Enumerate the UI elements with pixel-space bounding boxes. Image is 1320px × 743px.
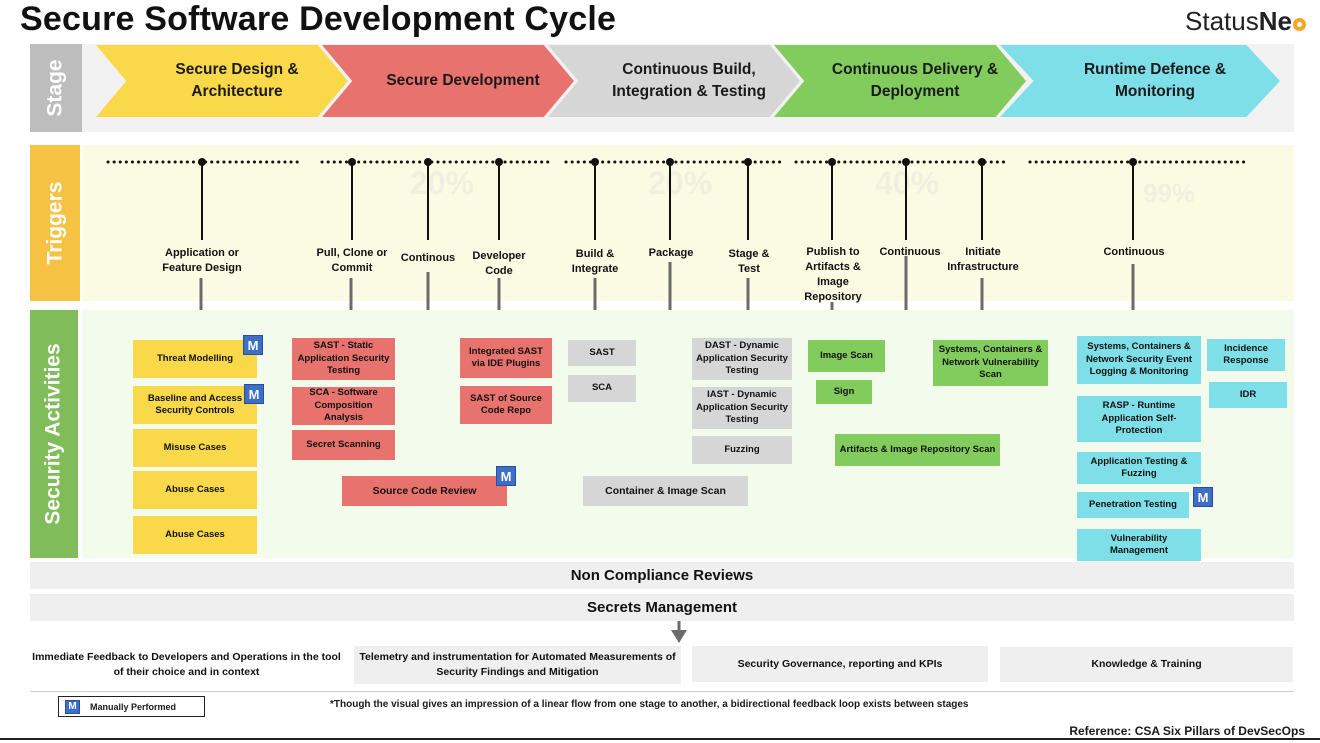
activity-secret-scanning: Secret Scanning (292, 430, 395, 460)
stage-continuous-delivery: Continuous Delivery & Deployment (774, 45, 1026, 117)
activity-sast-source-repo: SAST of Source Code Repo (460, 386, 552, 424)
trigger-initiate-infrastructure: Initiate Infrastructure (947, 246, 1019, 273)
activity-dast: DAST - Dynamic Application Security Test… (692, 338, 792, 380)
manual-marker-icon: M (496, 466, 516, 486)
activity-abuse-cases-2: Abuse Cases (133, 516, 257, 554)
trigger-package: Package (648, 247, 694, 259)
stage-secure-design: Secure Design & Architecture (96, 45, 348, 117)
manual-marker-icon: M (65, 699, 80, 714)
divider-line (30, 691, 1294, 692)
activity-fuzzing: Fuzzing (692, 436, 792, 464)
activity-idr: IDR (1209, 382, 1287, 408)
trigger-continuous-runtime: Continuous (1103, 246, 1165, 258)
activity-rasp: RASP - Runtime Application Self-Protecti… (1077, 396, 1201, 442)
activity-sign: Sign (816, 380, 872, 404)
progress-label-3: 40% (875, 165, 940, 201)
feedback-immediate: Immediate Feedback to Developers and Ope… (30, 647, 343, 683)
manual-marker-icon: M (1193, 487, 1213, 507)
activity-image-scan: Image Scan (808, 340, 885, 372)
activity-incidence-response: Incidence Response (1207, 339, 1285, 371)
activity-threat-modelling: Threat Modelling (133, 340, 257, 378)
activity-container-image-scan: Container & Image Scan (583, 476, 748, 506)
non-compliance-reviews-bar: Non Compliance Reviews (30, 562, 1294, 589)
feedback-governance: Security Governance, reporting and KPIs (692, 646, 988, 682)
legend-label: Manually Performed (90, 701, 177, 712)
activity-penetration-testing: Penetration Testing (1077, 492, 1189, 518)
logo-text-strong: Ne (1258, 6, 1292, 36)
activity-abuse-cases-1: Abuse Cases (133, 471, 257, 509)
activity-integrated-sast: Integrated SAST via IDE Plugins (460, 338, 552, 378)
trigger-pull-clone-commit: Pull, Clone or Commit (316, 247, 388, 274)
logo-dot-icon (1293, 18, 1306, 31)
progress-label-2: 20% (648, 165, 713, 201)
trigger-continous: Continous (400, 252, 456, 264)
triggers-row-label: Triggers (30, 145, 80, 301)
activity-security-event-logging: Systems, Containers & Network Security E… (1077, 336, 1201, 384)
secrets-management-bar: Secrets Management (30, 594, 1294, 621)
activity-source-code-review: Source Code Review (342, 476, 507, 506)
page-title: Secure Software Development Cycle (20, 0, 617, 38)
trigger-continuous-delivery: Continuous (879, 246, 941, 258)
stage-continuous-build: Continuous Build, Integration & Testing (548, 45, 800, 117)
activity-baseline-access-controls: Baseline and Access Security Controls (133, 386, 257, 424)
trigger-build-integrate: Build & Integrate (571, 248, 619, 275)
activity-vulnerability-management: Vulnerability Management (1077, 529, 1201, 561)
bottom-rule (0, 738, 1320, 740)
trigger-developer-code: Developer Code (472, 250, 526, 277)
stage-runtime-defence: Runtime Defence & Monitoring (1000, 45, 1280, 117)
trigger-application-design: Application or Feature Design (162, 247, 242, 274)
footnote: *Though the visual gives an impression o… (330, 699, 969, 710)
stage-secure-development: Secure Development (322, 45, 574, 117)
progress-label-4: 99% (1143, 178, 1196, 208)
activity-vulnerability-scan: Systems, Containers & Network Vulnerabil… (933, 340, 1048, 386)
stage-row-label: Stage (30, 44, 82, 132)
progress-label-1: 20% (410, 165, 475, 201)
activity-artifacts-repo-scan: Artifacts & Image Repository Scan (835, 434, 1000, 466)
activity-build-sast: SAST (568, 340, 636, 366)
statusneo-logo: StatusNe (1185, 6, 1306, 37)
activity-sca: SCA - Software Composition Analysis (292, 387, 395, 425)
reference-text: Reference: CSA Six Pillars of DevSecOps (1069, 724, 1305, 738)
triggers-band (82, 145, 1294, 301)
security-row-label: Security Activities (30, 310, 78, 558)
logo-text-prefix: Status (1185, 6, 1259, 36)
feedback-telemetry: Telemetry and instrumentation for Automa… (354, 646, 681, 684)
manual-marker-icon: M (243, 335, 263, 355)
activity-misuse-cases: Misuse Cases (133, 429, 257, 467)
trigger-stage-test: Stage & Test (728, 248, 770, 275)
trigger-publish-artifacts: Publish to Artifacts & Image Repository (804, 246, 862, 303)
activity-iast: IAST - Dynamic Application Security Test… (692, 387, 792, 429)
activity-sast: SAST - Static Application Security Testi… (292, 338, 395, 380)
feedback-knowledge-training: Knowledge & Training (1000, 647, 1293, 682)
activity-build-sca: SCA (568, 375, 636, 402)
manual-marker-icon: M (244, 384, 264, 404)
legend-box: M Manually Performed (58, 696, 205, 717)
activity-application-testing-fuzzing: Application Testing & Fuzzing (1077, 452, 1201, 484)
